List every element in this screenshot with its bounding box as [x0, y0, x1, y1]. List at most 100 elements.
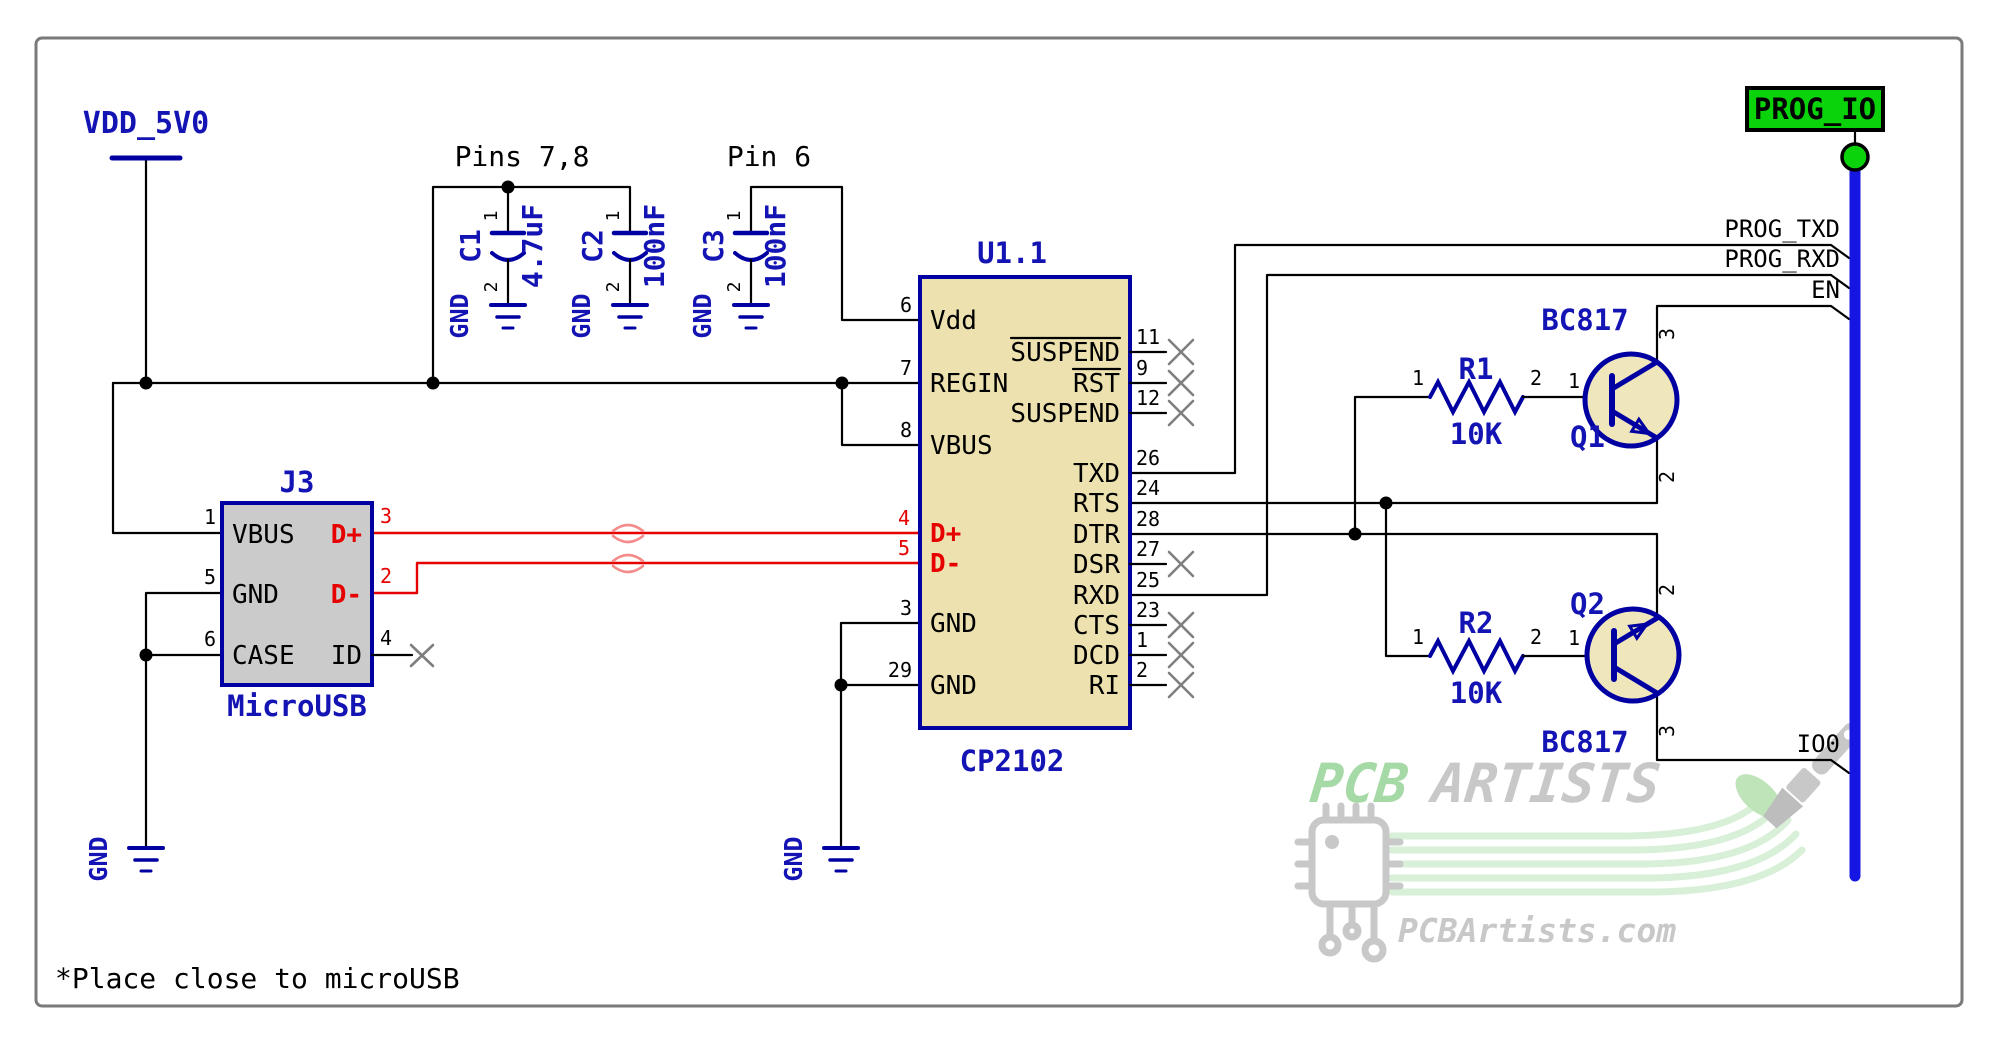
net-label-io0: IO0 [1797, 730, 1840, 758]
pin-name-case: CASE [232, 641, 295, 671]
resistor-value: 10K [1450, 417, 1503, 451]
ic-pin-num: 7 [900, 356, 912, 380]
transistor-pin-base: 1 [1568, 369, 1580, 393]
ic-pin-name: REGIN [930, 369, 1008, 399]
junction [1348, 527, 1362, 541]
pin-num-gnd: 5 [204, 565, 216, 589]
ic-pin-num: 8 [900, 418, 912, 442]
resistor-pin1: 1 [1412, 366, 1424, 390]
net-rxd-wire [1128, 273, 1851, 597]
ic-pin-name: RI [1089, 671, 1120, 701]
wire-vbus-feed [111, 381, 224, 535]
gnd-label: GND [84, 836, 113, 881]
cap-value: 4.7uF [516, 204, 549, 288]
transistor-ref: Q1 [1570, 420, 1605, 454]
ic-pin-num: 1 [1136, 628, 1148, 652]
wire-pins78-rail [431, 185, 632, 385]
resistor-zigzag [1428, 636, 1525, 676]
wire-ic-gnd [839, 621, 922, 850]
pin-name-id: ID [331, 641, 362, 671]
no-connect-x [409, 643, 435, 668]
resistor-ref: R2 [1459, 606, 1494, 640]
ic-pin-num: 26 [1136, 446, 1160, 470]
gnd-symbol [489, 303, 527, 330]
transistor-pin-emitter: 2 [1655, 584, 1679, 596]
ic-pin-name: DSR [1073, 550, 1120, 580]
pin-num-vbus: 1 [204, 505, 216, 529]
port-label: PROG_IO [1754, 92, 1876, 126]
ic-ref: U1.1 [977, 236, 1047, 270]
vdd-net-label: VDD_5V0 [83, 106, 209, 141]
vdd-power-flag: VDD_5V0 [83, 106, 209, 161]
transistor-collector [1611, 664, 1660, 696]
resistor-r1: R1 10K 1 2 [1412, 352, 1614, 451]
watermark-brush-icon [1735, 722, 1861, 829]
junction [835, 376, 849, 390]
ic-pin-name: VBUS [930, 431, 993, 461]
net-txd-wire [1128, 243, 1851, 475]
cap-ref: C2 [576, 229, 609, 263]
pin-name-dminus: D- [331, 580, 362, 610]
capacitor-c2: C2 100nF 1 2 GND [567, 204, 671, 339]
ic-pin-name: CTS [1073, 611, 1120, 641]
cap-pin1: 1 [481, 211, 502, 222]
transistor-ref: Q2 [1570, 587, 1605, 621]
ic-pin-name: RST [1073, 369, 1120, 399]
wire-vbus-pin8 [840, 381, 922, 447]
net-io0-wire [1655, 692, 1851, 775]
ic-pin-num: 25 [1136, 568, 1160, 592]
watermark-site: PCBArtists.com [1398, 911, 1676, 950]
wire-r1-feed [1353, 395, 1432, 536]
junction [426, 376, 440, 390]
cap-pin2: 2 [481, 282, 502, 293]
transistor-collector [1609, 359, 1660, 392]
ic-pin-num: 4 [898, 506, 910, 530]
junction [501, 180, 515, 194]
cap-ref: C1 [454, 229, 487, 263]
gnd-label: GND [567, 293, 596, 338]
ic-pin-num: 28 [1136, 507, 1160, 531]
junction [834, 678, 848, 692]
pin-name-dplus: D+ [331, 520, 362, 550]
cap-pin2: 2 [603, 282, 624, 293]
ic-pin-name: DTR [1073, 520, 1120, 550]
resistor-value: 10K [1450, 676, 1503, 710]
capacitor-c1: C1 4.7uF 1 2 GND [445, 204, 549, 339]
transistor-body [1584, 606, 1682, 704]
ic-pin-num: 9 [1136, 356, 1148, 380]
connector-body [220, 501, 374, 687]
nc-pins [1128, 338, 1195, 699]
net-en-wire [1655, 304, 1851, 364]
ic-pin-name: TXD [1073, 459, 1120, 489]
wires [111, 158, 1851, 850]
net-label-prog-txd: PROG_TXD [1724, 215, 1840, 243]
gnd-symbol [611, 303, 649, 330]
ic-part: CP2102 [960, 744, 1065, 778]
ic-pin-num: 5 [898, 536, 910, 560]
net-rts-wire [1128, 436, 1659, 505]
ic-pin-num: 11 [1136, 325, 1160, 349]
resistor-pin2: 2 [1530, 366, 1542, 390]
transistor-emitter [1611, 614, 1662, 647]
capacitor-c3: C3 100nF 1 2 GND [688, 204, 792, 339]
ic-pin-num: 2 [1136, 658, 1148, 682]
gnd-symbol [822, 846, 860, 873]
ic-pin-name: SUSPEND [1010, 338, 1120, 368]
cap-value: 100nF [638, 204, 671, 288]
emitter-arrow [1629, 416, 1653, 436]
cap-ref: C3 [697, 229, 730, 263]
cap-pin2: 2 [724, 282, 745, 293]
ic-pin-name: Vdd [930, 306, 977, 336]
transistor-pin-base: 1 [1568, 626, 1580, 650]
junction [1379, 496, 1393, 510]
ic-pin-name: RXD [1073, 581, 1120, 611]
wire-r2-feed [1384, 501, 1432, 658]
connector-part: MicroUSB [227, 689, 367, 723]
ic-cp2102: U1.1 CP2102 Vdd REGIN VBUS D+ D- GND GND… [779, 236, 1195, 882]
pin-num-dplus: 3 [380, 504, 392, 528]
transistor-q1: Q1 BC817 3 2 1 [1541, 303, 1680, 483]
ic-pin-name: RTS [1073, 489, 1120, 519]
net-dtr-wire [1128, 532, 1659, 618]
transistor-pin-collector: 3 [1655, 725, 1679, 737]
ic-pin-name: GND [930, 609, 977, 639]
